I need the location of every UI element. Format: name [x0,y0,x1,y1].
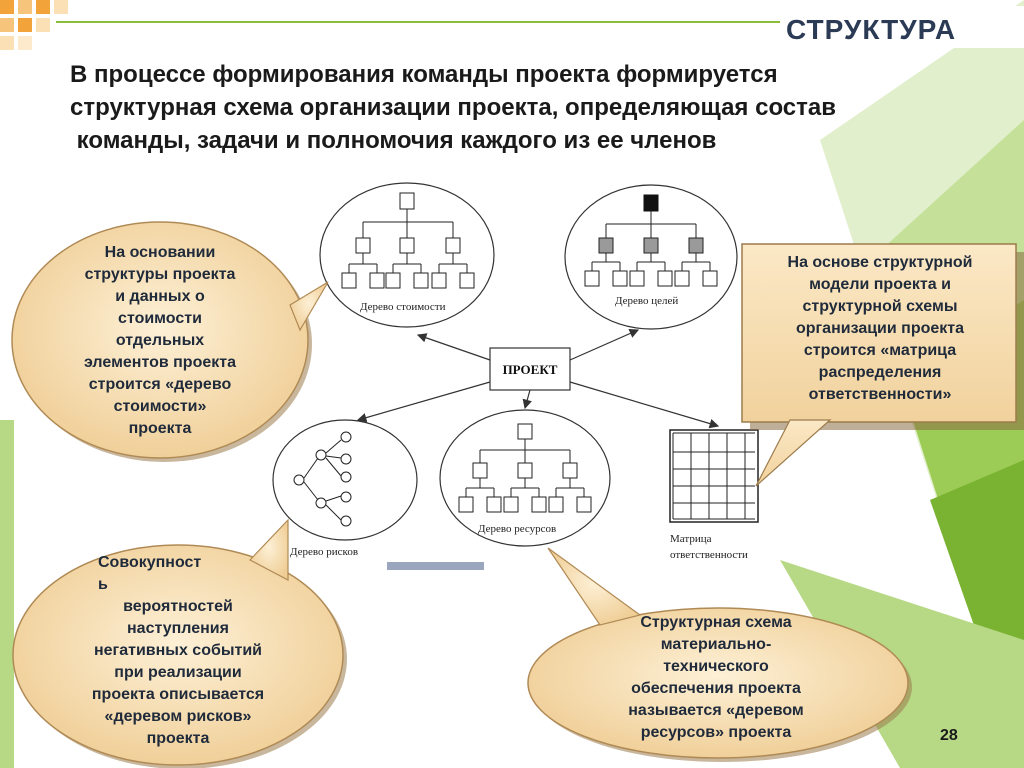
callout-matrix-line: организации проекта [795,320,965,337]
project-hub: ПРОЕКТ [356,328,720,429]
callout-risks-line: вероятностей [123,598,233,615]
callout-cost-bubble [11,221,329,462]
callout-matrix-line: строится «матрица [803,342,957,359]
risks-tree-label: Дерево рисков [290,546,358,558]
callout-risks-line: Совокупност [98,554,202,571]
slide-subtitle: В процессе формирования команды проекта … [70,58,930,157]
callout-risks-line: при реализации [114,664,242,681]
page-number: 28 [940,727,958,744]
callout-risks-bubble [12,518,347,768]
callout-matrix-text: На основе структурной модели проекта и с… [752,252,1008,406]
callout-matrix-line: распределения [818,364,942,381]
callout-resources-line: материально- [660,636,772,653]
callout-cost-text: На основании структуры проекта и данных … [40,242,280,440]
callout-resources-line: Структурная схема [640,614,792,631]
callout-resources-line: ресурсов» проекта [640,724,792,741]
callout-matrix-line: На основе структурной [787,254,973,271]
callout-cost-line: отдельных [115,332,205,349]
callout-cost-line: На основании [104,244,216,261]
callout-resources-line: обеспечения проекта [631,680,801,697]
callout-risks-line: наступления [127,620,229,637]
resources-tree-label: Дерево ресурсов [478,523,556,535]
goals-tree-label: Дерево целей [615,295,678,307]
callout-risks-text: Совокупност ь вероятностей наступления н… [50,552,306,750]
callout-risks-line: проекта [146,730,210,747]
callout-resources-line: называется «деревом [628,702,804,719]
callout-resources-bubble [527,547,912,762]
subtitle-line-2: структурная схема организации проекта, о… [70,94,836,121]
callout-resources-line: технического [663,658,769,675]
decor-gray-bar [387,562,484,570]
matrix-label-1: Матрица [670,533,712,545]
callout-matrix-line: модели проекта и [809,276,951,293]
callout-resources-text: Структурная схема материально- техническ… [588,612,844,744]
callout-cost-line: элементов проекта [83,354,236,371]
matrix-label-2: ответственности [670,549,748,561]
callout-risks-line: проекта описывается [91,686,265,703]
callout-matrix-line: ответственности» [808,386,952,403]
responsibility-matrix: Матрица ответственности [669,429,759,561]
cost-tree: Дерево стоимости [319,182,495,328]
goals-tree: Дерево целей [564,184,738,330]
cost-tree-label: Дерево стоимости [360,301,446,313]
callout-cost-line: стоимости [118,310,202,327]
callout-risks-line: «деревом рисков» [104,708,252,725]
callout-matrix-box [741,243,1024,487]
callout-cost-line: проекта [128,420,192,437]
title-backdrop [784,6,1024,48]
callout-cost-line: стоимости» [113,398,207,415]
project-label: ПРОЕКТ [503,362,558,377]
callout-risks-line: негативных событий [93,642,263,659]
decor-left-bar [0,420,14,768]
callout-matrix-line: структурной схемы [802,298,958,315]
subtitle-line-1: В процессе формирования команды проекта … [70,61,778,88]
decor-squares [0,0,68,50]
callout-cost-line: структуры проекта [84,266,236,283]
callout-cost-line: строится «дерево [88,376,232,393]
subtitle-line-3: команды, задачи и полномочия каждого из … [70,127,717,154]
callout-risks-line: ь [98,576,108,593]
slide-title: СТРУКТУРА [786,14,957,45]
resources-tree: Дерево ресурсов [439,409,611,547]
callout-cost-line: и данных о [115,288,205,305]
risks-tree: Дерево рисков [272,419,418,558]
